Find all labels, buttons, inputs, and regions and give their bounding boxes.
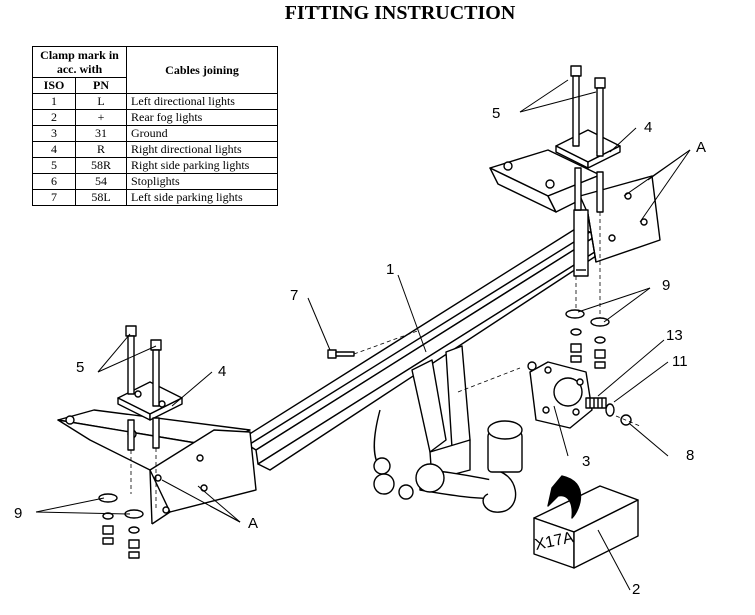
header-clamp-mark: Clamp mark in acc. with bbox=[32, 46, 127, 78]
callout-A-left: A bbox=[248, 515, 258, 532]
table-row: 6 54 Stoplights bbox=[32, 173, 278, 190]
table-subheader-row: ISO PN bbox=[32, 77, 278, 94]
table-row: 5 58R Right side parking lights bbox=[32, 157, 278, 174]
callout-9-right: 9 bbox=[662, 277, 670, 294]
header-pn: PN bbox=[75, 77, 127, 94]
cable-description-cell: Right side parking lights bbox=[126, 157, 278, 174]
callout-1: 1 bbox=[386, 261, 394, 278]
left-bolts bbox=[125, 325, 162, 451]
page-title: FITTING INSTRUCTION bbox=[284, 2, 516, 24]
table-row: 2 + Rear fog lights bbox=[32, 109, 278, 126]
callout-5-right: 5 bbox=[492, 105, 500, 122]
spring-and-nut bbox=[585, 397, 632, 426]
table-row: 7 58L Left side parking lights bbox=[32, 189, 278, 206]
right-bolts bbox=[570, 65, 606, 213]
packaging-box bbox=[533, 485, 639, 569]
callout-A-right: A bbox=[696, 139, 706, 156]
curved-arrow bbox=[547, 475, 582, 519]
iso-cell: 7 bbox=[32, 189, 76, 206]
callout-11: 11 bbox=[672, 353, 688, 370]
clamp-wiring-table: Clamp mark in acc. with Cables joining I… bbox=[32, 46, 278, 206]
table-row: 4 R Right directional lights bbox=[32, 141, 278, 158]
callout-5-left: 5 bbox=[76, 359, 84, 376]
callout-3: 3 bbox=[582, 453, 590, 470]
callout-8: 8 bbox=[686, 447, 694, 464]
left-washers-nuts bbox=[98, 493, 144, 559]
socket-plate bbox=[527, 361, 593, 429]
callout-9-left: 9 bbox=[14, 505, 22, 522]
callout-2: 2 bbox=[632, 581, 640, 598]
tow-ball bbox=[415, 420, 523, 513]
callout-7: 7 bbox=[290, 287, 298, 304]
crossbar-beam bbox=[239, 225, 599, 471]
cable-description-cell: Left side parking lights bbox=[126, 189, 278, 206]
callout-13: 13 bbox=[666, 327, 683, 344]
right-clamp-plate bbox=[555, 129, 621, 169]
small-bolt bbox=[327, 349, 355, 359]
right-washers-nuts bbox=[565, 309, 610, 369]
callout-4-left: 4 bbox=[218, 363, 226, 380]
pn-cell: 58R bbox=[75, 157, 127, 174]
callout-4-right: 4 bbox=[644, 119, 652, 136]
cable-description-cell: Right directional lights bbox=[126, 141, 278, 158]
